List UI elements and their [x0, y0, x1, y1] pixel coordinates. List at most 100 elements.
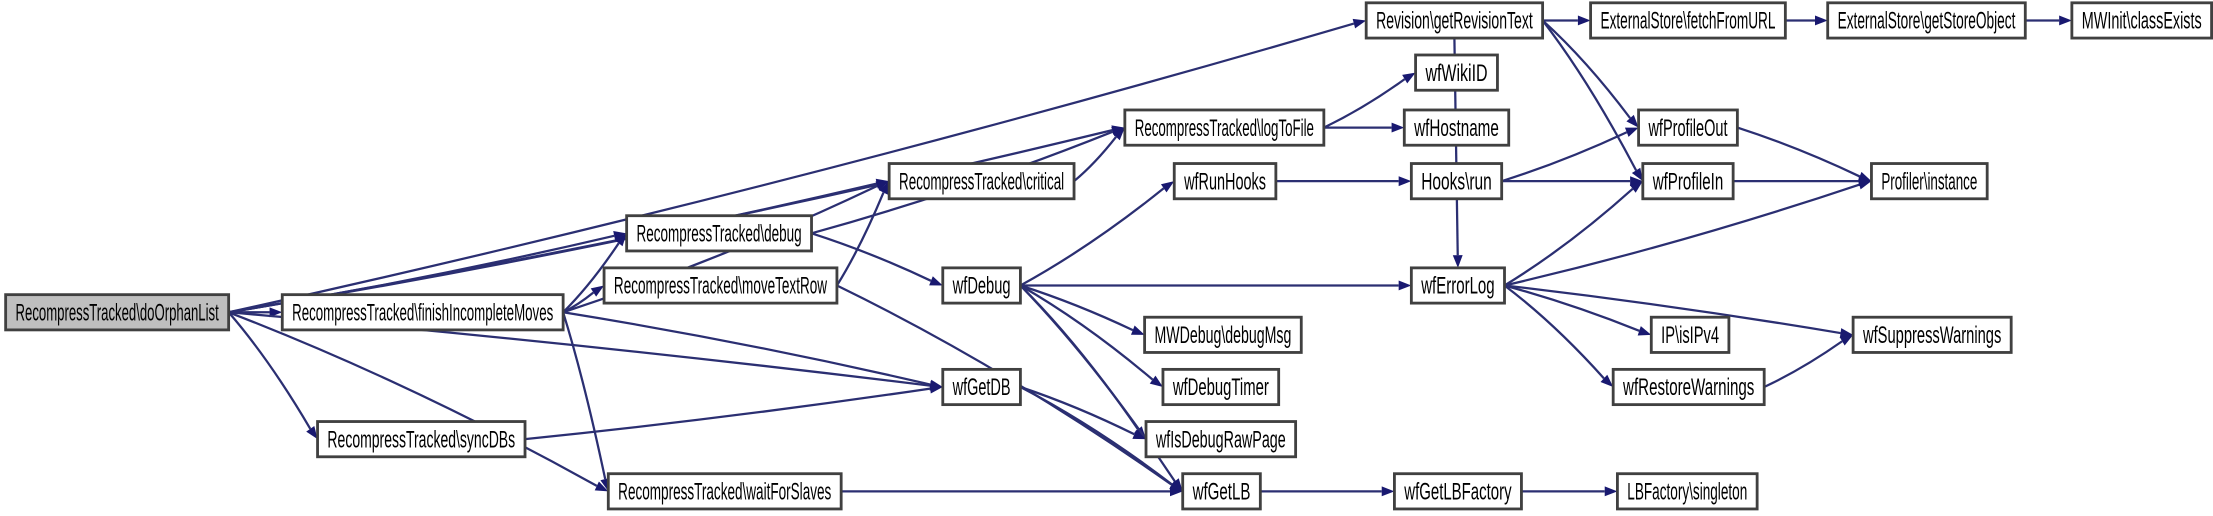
call-edge: [1019, 386, 1173, 486]
node-box[interactable]: [1144, 420, 1298, 459]
node-label: RecompressTracked\logToFile: [1135, 115, 1314, 142]
node-box[interactable]: [1615, 472, 1759, 511]
arrowhead-icon: [929, 276, 943, 286]
graph-node-wfGetLBFactory[interactable]: wfGetLBFactory: [1393, 472, 1523, 511]
call-edge: [1501, 131, 1628, 183]
graph-node-HooksRun[interactable]: Hooks\run: [1409, 162, 1504, 201]
arrowhead-icon: [1391, 122, 1405, 133]
graph-node-debug[interactable]: RecompressTracked\debug: [625, 214, 813, 253]
node-box[interactable]: [1649, 315, 1731, 354]
arrowhead-icon: [929, 383, 943, 394]
node-box[interactable]: [1637, 108, 1739, 147]
graph-node-finishIncomplete[interactable]: RecompressTracked\finishIncompleteMoves: [280, 293, 565, 332]
node-box[interactable]: [1870, 162, 1989, 201]
arrowhead-icon: [1402, 72, 1416, 84]
call-edge: [1504, 284, 1841, 335]
graph-node-IPisIPv4[interactable]: IP\isIPv4: [1649, 315, 1731, 354]
graph-node-wfDebug[interactable]: wfDebug: [941, 266, 1022, 305]
graph-node-MWInitClassExists[interactable]: MWInit\classExists: [2070, 1, 2213, 40]
node-box[interactable]: [1409, 266, 1506, 305]
arrowhead-icon: [1132, 429, 1147, 440]
node-box[interactable]: [941, 266, 1022, 305]
node-label: RecompressTracked\syncDBs: [327, 426, 515, 453]
graph-node-ExtStoreGetStoreObj[interactable]: ExternalStore\getStoreObject: [1826, 1, 2027, 40]
node-label: wfProfileOut: [1648, 115, 1728, 142]
node-box[interactable]: [941, 367, 1022, 407]
node-label: wfRestoreWarnings: [1622, 374, 1754, 401]
graph-node-LBFactorySingleton[interactable]: LBFactory\singleton: [1615, 472, 1759, 511]
node-box[interactable]: [625, 214, 813, 253]
graph-node-RevisionGetRevText[interactable]: Revision\getRevisionText: [1364, 1, 1545, 40]
node-box[interactable]: [1161, 367, 1281, 407]
node-box[interactable]: [602, 266, 839, 305]
graph-node-wfGetDB[interactable]: wfGetDB: [941, 367, 1022, 407]
graph-node-wfHostname[interactable]: wfHostname: [1402, 108, 1511, 147]
graph-node-logToFile[interactable]: RecompressTracked\logToFile: [1123, 108, 1326, 147]
arrowhead-icon: [1398, 176, 1412, 187]
graph-node-ExtStoreFetchFromURL[interactable]: ExternalStore\fetchFromURL: [1589, 1, 1787, 40]
call-edge: [228, 22, 1355, 314]
node-box[interactable]: [1641, 162, 1735, 201]
node-box[interactable]: [1851, 315, 2013, 354]
node-box[interactable]: [1402, 108, 1511, 147]
node-label: wfGetDB: [952, 374, 1010, 401]
node-box[interactable]: [1123, 108, 1326, 147]
node-box[interactable]: [887, 162, 1076, 201]
graph-node-wfWikiID[interactable]: wfWikiID: [1414, 53, 1499, 92]
graph-node-wfSuppressWarnings[interactable]: wfSuppressWarnings: [1851, 315, 2013, 354]
graph-node-wfProfileIn[interactable]: wfProfileIn: [1641, 162, 1735, 201]
call-edge: [1504, 284, 1640, 332]
graph-node-doOrphanList[interactable]: RecompressTracked\doOrphanList: [4, 293, 231, 332]
graph-node-waitForSlaves[interactable]: RecompressTracked\waitForSlaves: [606, 472, 843, 511]
node-box[interactable]: [1409, 162, 1504, 201]
call-edge: [562, 242, 620, 314]
node-label: wfGetLB: [1192, 479, 1250, 506]
node-box[interactable]: [2070, 1, 2213, 40]
graph-node-MWDebugDebugMsg[interactable]: MWDebug\debugMsg: [1143, 315, 1303, 354]
graph-node-wfErrorLog[interactable]: wfErrorLog: [1409, 266, 1506, 305]
node-label: RecompressTracked\debug: [637, 221, 802, 248]
node-box[interactable]: [1364, 1, 1545, 40]
graph-node-wfProfileOut[interactable]: wfProfileOut: [1637, 108, 1739, 147]
node-label: wfDebugTimer: [1172, 374, 1269, 401]
graph-node-wfDebugTimer[interactable]: wfDebugTimer: [1161, 367, 1281, 407]
call-edge: [1504, 183, 1860, 287]
node-box[interactable]: [1414, 53, 1499, 92]
call-edge: [562, 311, 607, 480]
arrowhead-icon: [2059, 15, 2072, 26]
node-box[interactable]: [280, 293, 565, 332]
arrowhead-icon: [306, 425, 318, 440]
call-edge: [1763, 340, 1843, 389]
arrowhead-icon: [875, 181, 890, 191]
call-edge: [227, 311, 312, 430]
call-edge: [1503, 187, 1634, 287]
graph-node-wfRunHooks[interactable]: wfRunHooks: [1172, 162, 1278, 201]
node-label: Profiler\instance: [1881, 168, 1977, 195]
arrowhead-icon: [1814, 15, 1828, 26]
node-box[interactable]: [1181, 472, 1262, 511]
arrowhead-icon: [1629, 181, 1643, 193]
node-box[interactable]: [1589, 1, 1787, 40]
node-label: RecompressTracked\critical: [899, 168, 1064, 195]
node-label: Revision\getRevisionText: [1376, 8, 1533, 35]
arrowhead-icon: [1577, 15, 1591, 26]
node-box[interactable]: [4, 293, 231, 332]
node-box[interactable]: [606, 472, 843, 511]
call-edge: [1737, 126, 1861, 178]
node-box[interactable]: [1826, 1, 2027, 40]
graph-node-critical[interactable]: RecompressTracked\critical: [887, 162, 1076, 201]
node-box[interactable]: [316, 420, 527, 459]
arrowhead-icon: [594, 481, 609, 492]
graph-node-wfIsDebugRawPage[interactable]: wfIsDebugRawPage: [1144, 420, 1298, 459]
graph-node-Profilerinstance[interactable]: Profiler\instance: [1870, 162, 1989, 201]
graph-node-syncDBs[interactable]: RecompressTracked\syncDBs: [316, 420, 527, 459]
graph-node-wfGetLB[interactable]: wfGetLB: [1181, 472, 1262, 511]
node-box[interactable]: [1611, 367, 1766, 407]
node-box[interactable]: [1172, 162, 1278, 201]
arrowhead-icon: [879, 181, 890, 195]
node-box[interactable]: [1143, 315, 1303, 354]
graph-node-wfRestoreWarnings[interactable]: wfRestoreWarnings: [1611, 367, 1766, 407]
node-box[interactable]: [1393, 472, 1523, 511]
graph-node-moveTextRow[interactable]: RecompressTracked\moveTextRow: [602, 266, 839, 305]
